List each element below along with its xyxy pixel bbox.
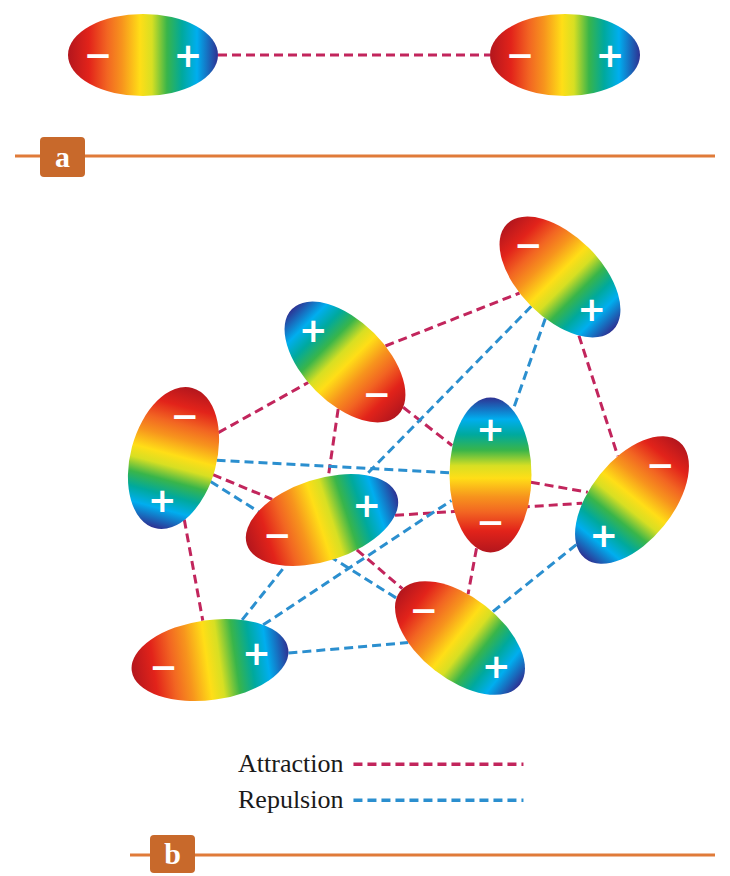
force-line-stroke [531, 482, 588, 492]
pole-sign: + [147, 483, 176, 517]
legend-text: Attraction [238, 750, 343, 779]
force-line-stroke [213, 475, 272, 500]
panel-tag [40, 137, 85, 177]
panel-rule [15, 155, 715, 158]
pole-sign: + [243, 636, 271, 670]
panel-rule [130, 854, 715, 857]
dipole-ellipse: −+ [263, 280, 427, 444]
dipole-ellipse: −+ [375, 559, 545, 717]
force-line-stroke [513, 318, 546, 410]
force-line-stroke [218, 383, 308, 433]
force-line [513, 318, 546, 410]
dipole-ellipse: −+ [478, 195, 642, 359]
pole-sign: − [506, 38, 535, 72]
dipole-ellipse: −+ [234, 457, 410, 584]
dipole-ellipse: −+ [449, 398, 531, 553]
force-line-stroke [288, 643, 408, 654]
pole-sign: + [578, 292, 607, 326]
panel-label: a [40, 137, 85, 177]
force-line-stroke [493, 545, 577, 612]
force-line [184, 520, 202, 621]
panel-label: b [150, 835, 195, 873]
dipole-ellipse: −+ [490, 14, 640, 96]
pole-sign: + [596, 38, 625, 72]
force-line [493, 545, 577, 612]
legend-sample [353, 763, 523, 767]
force-line [357, 550, 403, 589]
dipole-ellipse: −+ [113, 377, 234, 539]
legend-sample [353, 799, 523, 803]
pole-sign: + [174, 38, 203, 72]
force-line [218, 383, 308, 433]
pole-sign: − [84, 38, 113, 72]
legend-text: Repulsion [238, 786, 343, 815]
force-line-stroke [184, 520, 202, 621]
panel-tag [150, 835, 195, 873]
pole-sign: − [646, 448, 675, 482]
pole-sign: − [149, 650, 178, 684]
pole-sign: + [299, 313, 328, 347]
pole-sign: − [514, 228, 543, 262]
pole-sign: + [476, 412, 505, 446]
pole-sign: + [353, 488, 382, 522]
force-line-stroke [218, 54, 490, 57]
dipole-ellipse: −+ [553, 416, 711, 584]
force-line-stroke [468, 548, 476, 594]
pole-sign: + [482, 649, 511, 683]
force-line [242, 566, 285, 620]
dipole-ellipse: −+ [126, 609, 294, 710]
force-line [531, 482, 588, 492]
force-line-stroke [357, 550, 403, 589]
force-line-stroke [579, 336, 618, 457]
pole-sign: − [263, 518, 292, 552]
pole-sign: − [476, 505, 505, 539]
dipole-ellipse: −+ [68, 14, 218, 96]
force-line [218, 55, 490, 56]
force-line [288, 643, 408, 654]
force-line [213, 475, 272, 500]
force-line-stroke [217, 460, 449, 472]
force-line [579, 336, 618, 457]
force-line [217, 460, 449, 472]
pole-sign: − [363, 377, 392, 411]
pole-sign: − [170, 399, 199, 433]
force-line [468, 548, 476, 594]
pole-sign: + [589, 518, 618, 552]
pole-sign: − [410, 593, 439, 627]
force-line-stroke [242, 566, 285, 620]
